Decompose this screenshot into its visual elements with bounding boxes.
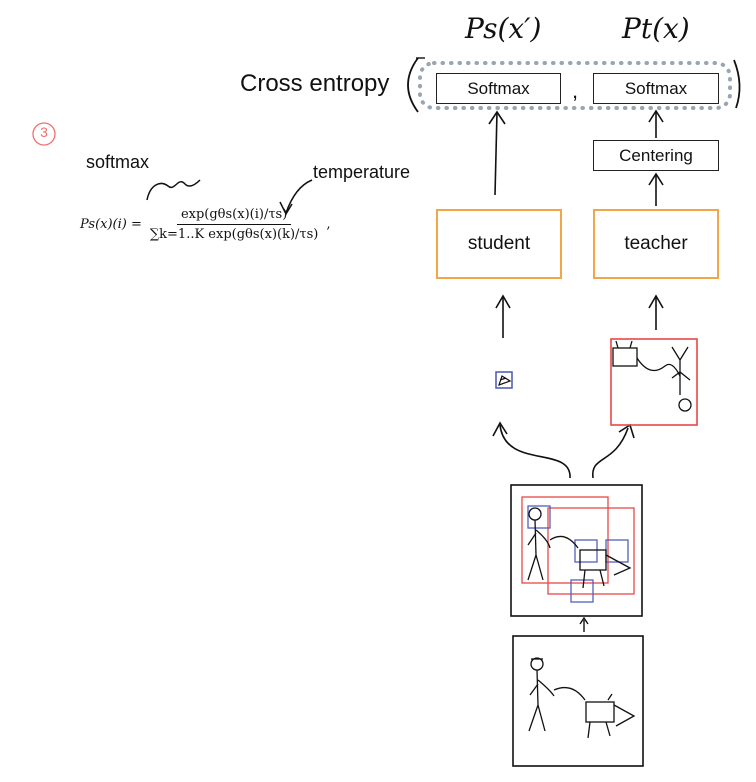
teacher-network: teacher xyxy=(593,209,719,279)
curve-arrow-right xyxy=(592,427,629,479)
formula-fraction: exp(gθs(x)(i)/τs) ∑k=1..K exp(gθs(x)(k)/… xyxy=(146,207,322,242)
augmented-image-frame xyxy=(510,484,643,617)
formula-numerator: exp(gθs(x)(i)/τs) xyxy=(176,207,292,225)
augmented-sketch xyxy=(527,507,632,589)
aug-blue-crop-1 xyxy=(527,505,551,529)
formula-denominator: ∑k=1..K exp(gθs(x)(k)/τs) xyxy=(149,227,319,242)
softmax-squiggle xyxy=(146,179,201,201)
dotted-group-outline xyxy=(418,61,732,110)
step-circle xyxy=(32,122,56,146)
formula-lhs: Ps(x)(i) = xyxy=(80,217,142,232)
original-sketch xyxy=(528,657,636,739)
formula-trailing: , xyxy=(326,217,331,232)
softmax-annotation: softmax xyxy=(86,152,150,172)
arrow-student-softmax xyxy=(494,111,498,196)
student-network: student xyxy=(436,209,562,279)
softmax-formula: Ps(x)(i) = exp(gθs(x)(i)/τs) ∑k=1..K exp… xyxy=(80,207,331,242)
comma-separator: , xyxy=(572,78,579,103)
aug-red-crop-2 xyxy=(547,507,635,595)
step-number: 3 xyxy=(40,124,48,140)
left-paren xyxy=(407,57,419,113)
pt-label: Pt(x) xyxy=(622,12,690,45)
cross-entropy-label: Cross entropy xyxy=(240,70,390,97)
small-crop xyxy=(495,371,513,389)
centering-box: Centering xyxy=(593,140,719,171)
right-paren xyxy=(733,59,741,109)
aug-blue-crop-4 xyxy=(570,579,594,603)
aug-blue-crop-2 xyxy=(574,539,598,563)
temperature-annotation: temperature xyxy=(313,162,411,182)
softmax-box-teacher: Softmax xyxy=(593,73,719,104)
large-crop-sketch xyxy=(612,340,692,412)
aug-blue-crop-3 xyxy=(605,539,629,563)
original-image-frame xyxy=(512,635,644,767)
large-crop xyxy=(610,338,698,426)
curve-arrow-left xyxy=(499,424,571,479)
temperature-arrow xyxy=(285,179,313,214)
softmax-box-student: Softmax xyxy=(436,73,561,104)
ps-label: Ps(x′) xyxy=(465,12,542,45)
